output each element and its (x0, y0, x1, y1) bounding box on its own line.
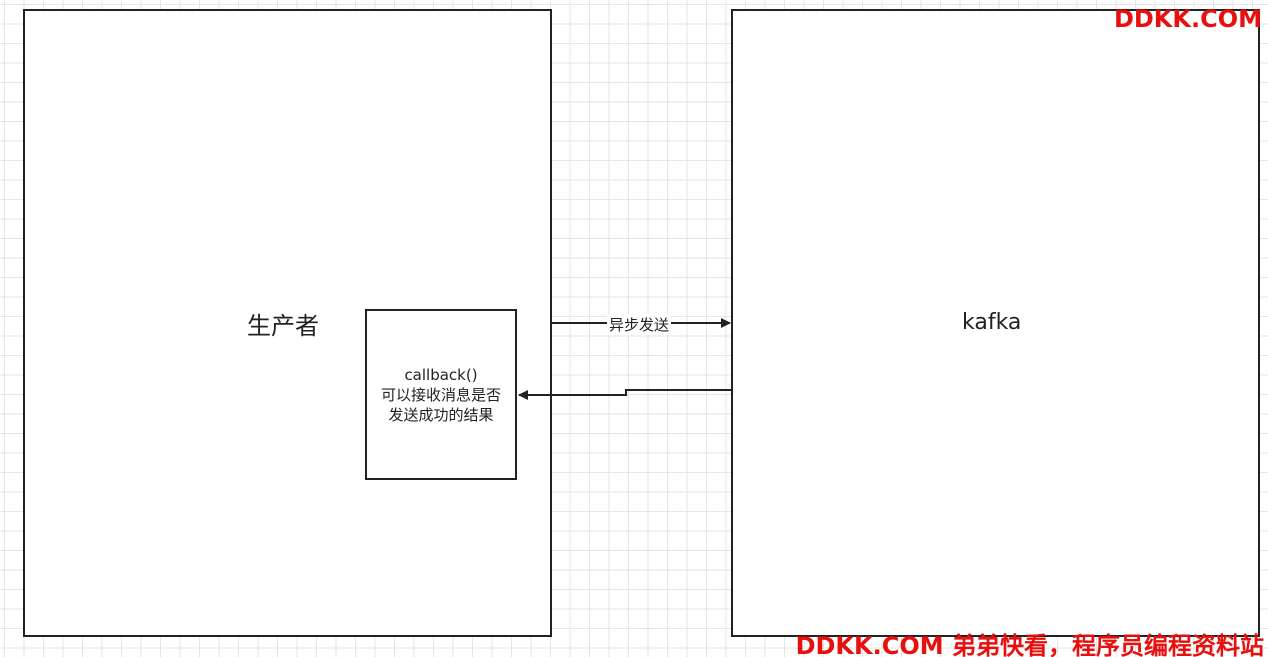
async-send-label: 异步发送 (607, 314, 672, 335)
watermark-bottom: DDKK.COM 弟弟快看，程序员编程资料站 (795, 632, 1264, 657)
producer-label: 生产者 (247, 312, 319, 340)
callback-description: 可以接收消息是否发送成功的结果 (380, 385, 501, 424)
watermark-top: DDKK.COM (1113, 5, 1262, 33)
kafka-label: kafka (962, 310, 1022, 335)
callback-box: callback() 可以接收消息是否发送成功的结果 (365, 309, 517, 480)
callback-return-arrow (518, 389, 731, 400)
callback-text: callback() 可以接收消息是否发送成功的结果 (376, 365, 506, 425)
kafka-box (731, 9, 1260, 637)
callback-function-label: callback() (404, 365, 478, 384)
